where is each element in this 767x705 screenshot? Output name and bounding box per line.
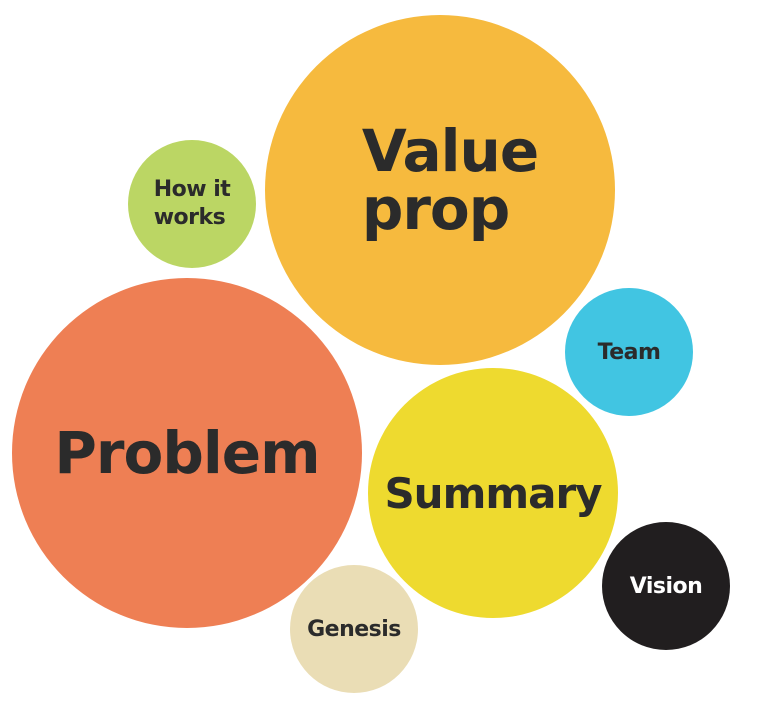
bubble-label-summary: Summary bbox=[384, 468, 602, 518]
bubble-team: Team bbox=[565, 288, 693, 416]
bubble-label-problem: Problem bbox=[54, 419, 320, 487]
bubble-label-how-it-works: How it works bbox=[153, 177, 231, 230]
bubble-value-prop: Value prop bbox=[265, 15, 615, 365]
bubble-label-genesis: Genesis bbox=[307, 616, 401, 642]
bubble-problem: Problem bbox=[12, 278, 362, 628]
bubble-label-team: Team bbox=[597, 339, 661, 365]
bubble-how-it-works: How it works bbox=[128, 140, 256, 268]
bubble-summary: Summary bbox=[368, 368, 618, 618]
bubble-genesis: Genesis bbox=[290, 565, 418, 693]
bubble-label-vision: Vision bbox=[629, 573, 703, 599]
bubble-vision: Vision bbox=[602, 522, 730, 650]
bubble-label-value-prop: Value prop bbox=[361, 117, 539, 243]
